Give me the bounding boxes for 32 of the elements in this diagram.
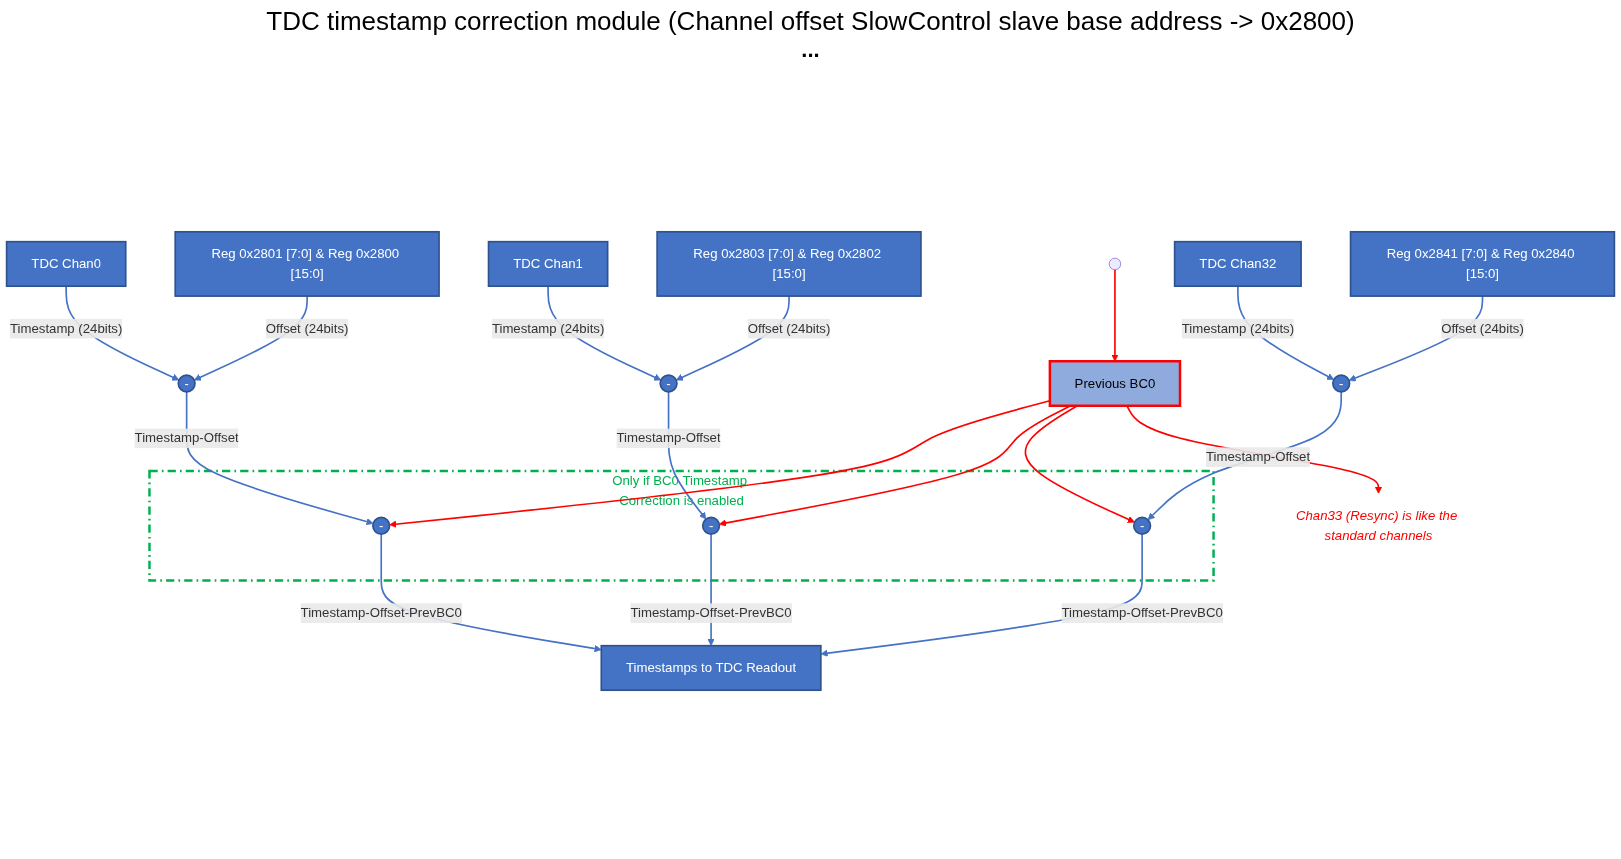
edge-label: Timestamp-Offset	[616, 430, 721, 445]
arrow	[1147, 391, 1343, 521]
edge-label: Offset (24bits)	[1441, 321, 1524, 336]
node-circle: -	[1332, 374, 1351, 393]
node-circle: -	[177, 374, 196, 393]
edge-label: Timestamp-Offset	[134, 430, 239, 445]
node-box: TDC Chan32	[1173, 240, 1302, 288]
node-circle: -	[1132, 516, 1152, 535]
diagram-title: TDC timestamp correction module (Channel offset SlowControl slave base address -> 0x2800)	[266, 6, 1355, 37]
node-circle: -	[659, 374, 678, 393]
edge-label: Timestamp (24bits)	[9, 321, 123, 336]
arrow	[1111, 268, 1119, 362]
node-box: Reg 0x2841 [7:0] & Reg 0x2840 [15:0]	[1349, 230, 1616, 297]
edge-label: Offset (24bits)	[747, 321, 831, 336]
node-box: TDC Chan0	[5, 240, 127, 288]
ellipsis-label: ...	[801, 37, 820, 62]
edge-label: Timestamp-Offset	[1205, 449, 1311, 464]
node-box: Timestamps to TDC Readout	[600, 644, 822, 692]
node-box: Previous BC0	[1048, 360, 1182, 407]
edge-label: Offset (24bits)	[265, 321, 349, 336]
edge-label: Timestamp (24bits)	[1181, 321, 1295, 336]
edge-label: Timestamp (24bits)	[491, 321, 605, 336]
edge-label: Timestamp-Offset-PrevBC0	[630, 605, 792, 620]
node-circle: -	[372, 516, 391, 535]
node-circle: -	[701, 516, 721, 535]
node-box: Reg 0x2801 [7:0] & Reg 0x2800 [15:0]	[174, 230, 440, 297]
node-box: Reg 0x2803 [7:0] & Reg 0x2802 [15:0]	[656, 230, 922, 297]
node-text: Chan33 (Resync) is like the standard channels	[1295, 508, 1458, 543]
edge-label: Timestamp-Offset-PrevBC0	[1061, 605, 1223, 620]
arrow	[185, 391, 374, 526]
edge-label: Timestamp-Offset-PrevBC0	[300, 605, 462, 620]
node-box: TDC Chan1	[487, 240, 609, 288]
